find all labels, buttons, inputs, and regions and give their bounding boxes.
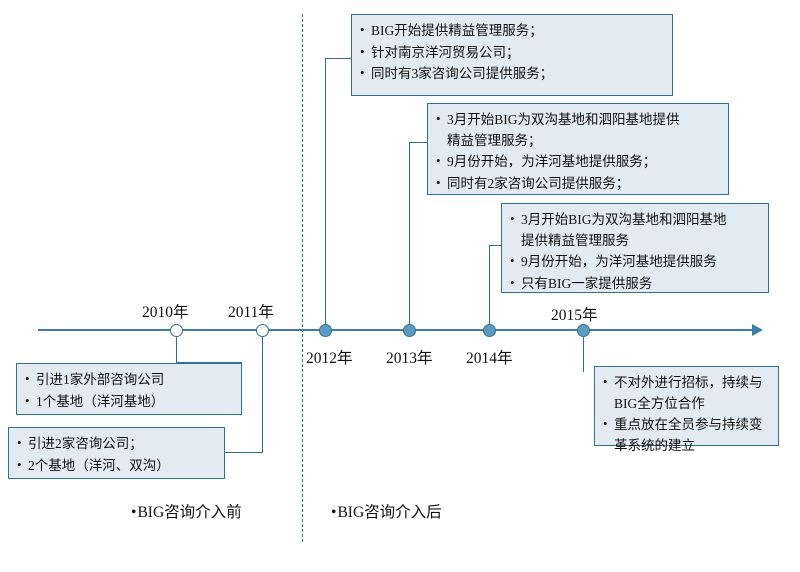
connector-2013-h <box>409 142 427 144</box>
callout-2015-item-1: 不对外进行招标，持续与 BIG全方位合作 <box>603 372 768 414</box>
timeline-marker-2010[interactable] <box>170 324 183 337</box>
year-label-2014: 2014年 <box>466 350 513 367</box>
callout-2013-item-3: 同时有2家咨询公司提供服务； <box>436 173 718 195</box>
year-label-2013: 2013年 <box>386 350 433 367</box>
connector-2014-v <box>489 245 491 326</box>
callout-2014-item-3: 只有BIG一家提供服务 <box>510 273 758 295</box>
callout-2015-item-2: 重点放在全员参与持续变 革系统的建立 <box>603 414 768 456</box>
callout-2011-item-2: 2个基地（洋河、双沟） <box>17 455 214 477</box>
timeline-marker-2011[interactable] <box>256 324 269 337</box>
timeline-marker-2013[interactable] <box>403 324 416 337</box>
timeline-axis-arrow <box>752 324 763 336</box>
footnote-before: BIG咨询介入前 <box>131 500 241 522</box>
timeline-marker-2015[interactable] <box>577 324 590 337</box>
callout-2012: BIG开始提供精益管理服务； 针对南京洋河贸易公司； 同时有3家咨询公司提供服务… <box>351 14 673 96</box>
connector-2013-v <box>409 142 411 326</box>
connector-2010-h <box>176 362 242 364</box>
callout-2011-item-1: 引进2家咨询公司； <box>17 433 214 455</box>
callout-2010-item-2: 1个基地（洋河基地） <box>25 391 231 413</box>
year-label-2012: 2012年 <box>306 350 353 367</box>
connector-2011-h <box>224 452 263 454</box>
callout-2010-item-1: 引进1家外部咨询公司 <box>25 369 231 391</box>
timeline-marker-2014[interactable] <box>483 324 496 337</box>
callout-2012-item-3: 同时有3家咨询公司提供服务； <box>360 63 662 85</box>
callout-2012-item-1: BIG开始提供精益管理服务； <box>360 20 662 42</box>
callout-2014: 3月开始BIG为双沟基地和泗阳基地 提供精益管理服务 9月份开始，为洋河基地提供… <box>501 203 769 293</box>
connector-2012-v <box>325 58 327 326</box>
callout-2013-item-1: 3月开始BIG为双沟基地和泗阳基地提供 精益管理服务； <box>436 109 718 151</box>
callout-2010: 引进1家外部咨询公司 1个基地（洋河基地） <box>16 363 242 415</box>
before-after-divider <box>302 14 303 542</box>
year-label-2010: 2010年 <box>142 304 189 321</box>
callout-2012-item-2: 针对南京洋河贸易公司； <box>360 42 662 64</box>
timeline-marker-2012[interactable] <box>319 324 332 337</box>
connector-2010-v1 <box>176 336 178 363</box>
connector-2011-v <box>262 336 264 453</box>
callout-2011: 引进2家咨询公司； 2个基地（洋河、双沟） <box>8 427 225 479</box>
callout-2014-item-2: 9月份开始，为洋河基地提供服务 <box>510 251 758 273</box>
connector-2014-h <box>489 245 501 247</box>
footnote-after: BIG咨询介入后 <box>331 500 441 522</box>
connector-2012-h <box>325 58 351 60</box>
callout-2013: 3月开始BIG为双沟基地和泗阳基地提供 精益管理服务； 9月份开始，为洋河基地提… <box>427 103 729 195</box>
year-label-2011: 2011年 <box>228 304 274 321</box>
year-label-2015: 2015年 <box>551 307 598 324</box>
connector-2015-v <box>583 336 585 372</box>
callout-2015: 不对外进行招标，持续与 BIG全方位合作 重点放在全员参与持续变 革系统的建立 <box>594 366 779 453</box>
timeline-axis <box>38 329 756 331</box>
callout-2013-item-2: 9月份开始，为洋河基地提供服务； <box>436 151 718 173</box>
callout-2014-item-1: 3月开始BIG为双沟基地和泗阳基地 提供精益管理服务 <box>510 209 758 251</box>
